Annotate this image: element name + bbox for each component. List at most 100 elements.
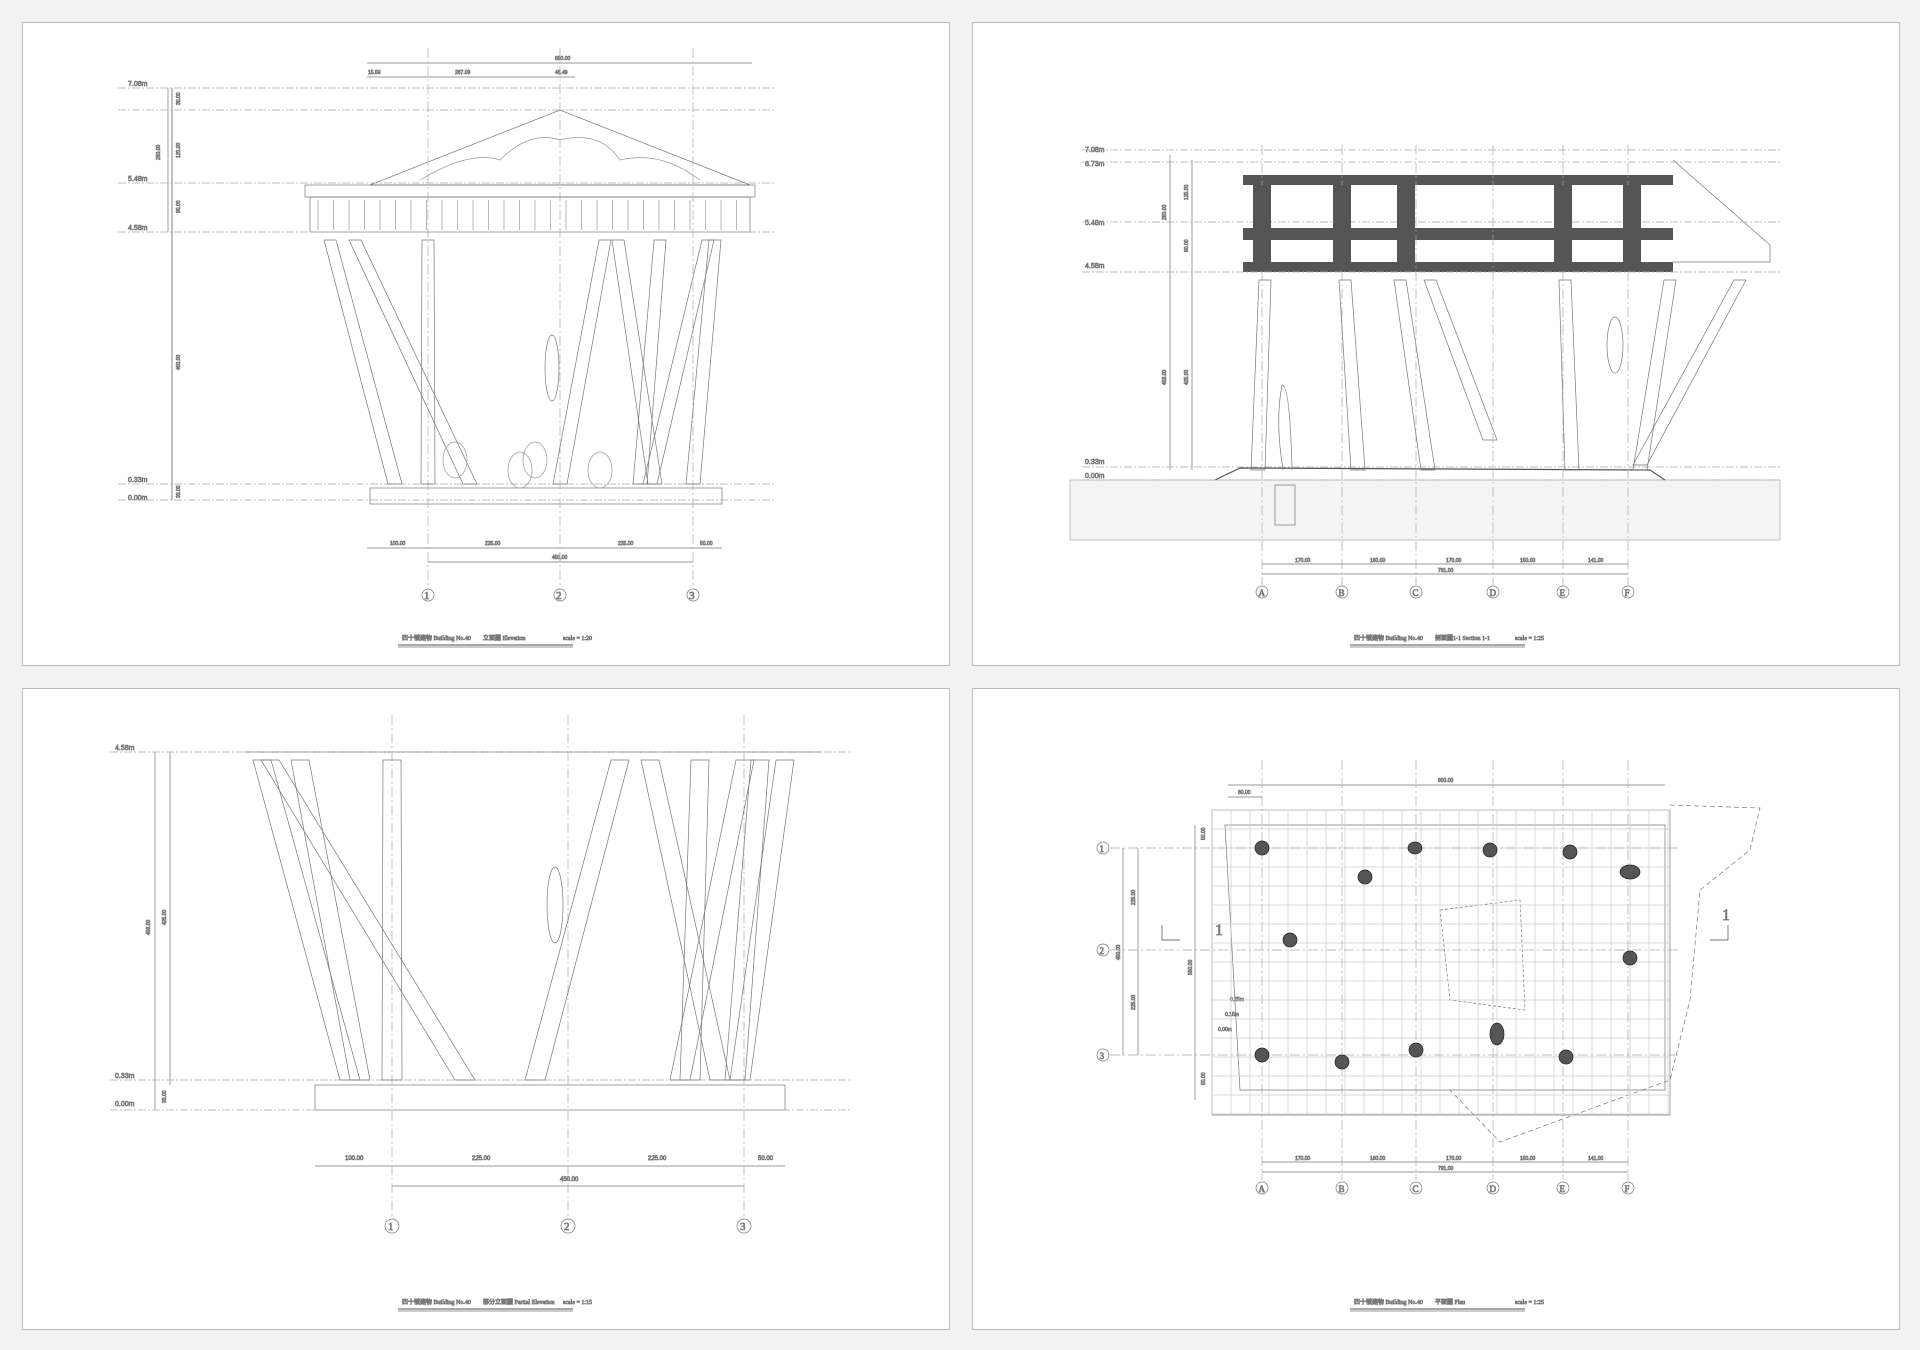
axis-bubble (553, 588, 567, 602)
dim-text: 60.00 (1238, 790, 1251, 796)
dim-text: 225.00 (1131, 994, 1137, 1010)
hoop-sculpture (544, 334, 560, 402)
axis-bubble (1556, 1181, 1570, 1195)
title-building: 四十號建物 Building No.40 (402, 634, 471, 642)
column (290, 759, 371, 1081)
axis-bubble (1621, 585, 1635, 599)
frieze (309, 196, 751, 233)
axis-label: E (1560, 1184, 1566, 1194)
plan-inner-dashed-outline (1439, 899, 1526, 1011)
axis-label: F (1625, 1184, 1630, 1194)
level-label: 0.33m (128, 477, 148, 484)
title-drawing-name: 平面圖 Plan (1435, 1299, 1465, 1306)
level-label: 4.58m (128, 225, 148, 232)
dim-text: 600.00 (1438, 778, 1454, 784)
dim-text: 225.00 (648, 1156, 667, 1162)
dim-text: 48.49 (555, 70, 568, 76)
axis-label: D (1490, 588, 1497, 598)
drainage-pit (1274, 484, 1296, 526)
level-label: 0.00m (1218, 1027, 1232, 1033)
column (724, 759, 770, 1081)
dim-text: 50.00 (700, 541, 713, 547)
column (685, 239, 722, 485)
axis-label: E (1560, 588, 1566, 598)
axis-label: C (1413, 588, 1419, 598)
axis-bubble (1486, 1181, 1500, 1195)
dim-text: 50.00 (1201, 1072, 1207, 1085)
level-label: 7.08m (128, 81, 148, 88)
column (1632, 279, 1677, 471)
plan-platform-outline (1224, 824, 1666, 1091)
level-label: 0.15m (1225, 1012, 1239, 1018)
dim-text: 141.00 (1588, 1156, 1604, 1162)
plan-column-footing (1489, 1022, 1505, 1046)
dim-text: 225.00 (472, 1156, 491, 1162)
dim-text: 170.00 (1295, 1156, 1311, 1162)
hook-sculpture (1278, 384, 1293, 471)
level-label: 5.48m (1085, 220, 1105, 227)
dim-text: 425.00 (1184, 369, 1190, 385)
dim-text: 225.00 (618, 541, 634, 547)
section-mark-left: 1 (1215, 922, 1223, 939)
level-label: 4.58m (1085, 263, 1105, 270)
axis-bubble (1096, 943, 1110, 957)
cornice (304, 184, 756, 198)
plan-column-footing (1562, 844, 1578, 860)
axis-bubble (1096, 1048, 1110, 1062)
title-drawing-name: 立面圖 Elevation (483, 634, 526, 642)
column (260, 759, 476, 1081)
plan-column-footing (1357, 869, 1373, 885)
axis-label: 1 (388, 1221, 394, 1233)
column (1632, 279, 1747, 466)
hoop-sculpture (546, 866, 564, 944)
dim-text: 120.00 (176, 142, 182, 158)
dim-text: 50.00 (1201, 827, 1207, 840)
dim-text: 550.00 (1188, 959, 1194, 975)
column (1250, 279, 1272, 471)
level-label: 0.00m (115, 1101, 135, 1108)
dim-text: 160.00 (1370, 558, 1386, 564)
dim-text: 225.00 (485, 541, 501, 547)
axis-bubble (686, 588, 700, 602)
hoop-sculpture (1606, 316, 1624, 374)
dim-text: 150.00 (1520, 558, 1536, 564)
sheet-plan (972, 688, 1900, 1330)
rock (442, 441, 468, 479)
section-base-beam (1243, 262, 1673, 272)
dim-text: 15.59 (368, 70, 381, 76)
dim-text: 50.00 (758, 1156, 774, 1162)
level-label: 6.73m (1085, 161, 1105, 168)
plan-column-footing (1254, 840, 1270, 856)
level-label: 5.48m (128, 176, 148, 183)
level-label: 7.08m (1085, 147, 1105, 154)
column (552, 239, 612, 485)
rock (507, 451, 533, 489)
axis-label: 2 (556, 590, 562, 602)
dim-text: 170.00 (1446, 558, 1462, 564)
column (420, 239, 436, 485)
dim-text: 90.00 (1184, 239, 1190, 252)
title-building: 四十號建物 Building No.40 (1354, 1298, 1423, 1306)
axis-bubble (1255, 585, 1269, 599)
axis-bubble (1409, 1181, 1423, 1195)
axis-label: D (1490, 1184, 1497, 1194)
title-drawing-name: 部分立面圖 Partial Elevation (483, 1298, 555, 1306)
title-scale: scale = 1:25 (1515, 636, 1544, 642)
rock (587, 451, 613, 489)
sheet-section (972, 22, 1900, 666)
column (611, 239, 663, 485)
partial-elevation-drawing: 4.58m 0.33m 0.00m 458.00 425.00 33.00 10… (110, 715, 850, 1234)
ground-hatch (1069, 479, 1781, 541)
axis-label: A (1259, 588, 1266, 598)
axis-bubble (1255, 1181, 1269, 1195)
plan-column-footing (1558, 1049, 1574, 1065)
section-post (1554, 185, 1572, 270)
dim-text: 125.00 (1184, 184, 1190, 200)
elevation-drawing: 7.08m 5.48m 4.58m 0.33m 0.00m 650.00 287… (118, 48, 775, 602)
dim-text: 90.00 (176, 200, 182, 213)
section-cut-marker (1161, 925, 1729, 941)
section-roof-beam (1243, 175, 1673, 185)
axis-label: F (1625, 588, 1630, 598)
axis-label: 1 (1100, 844, 1105, 854)
section-floor-beam (1243, 228, 1673, 240)
